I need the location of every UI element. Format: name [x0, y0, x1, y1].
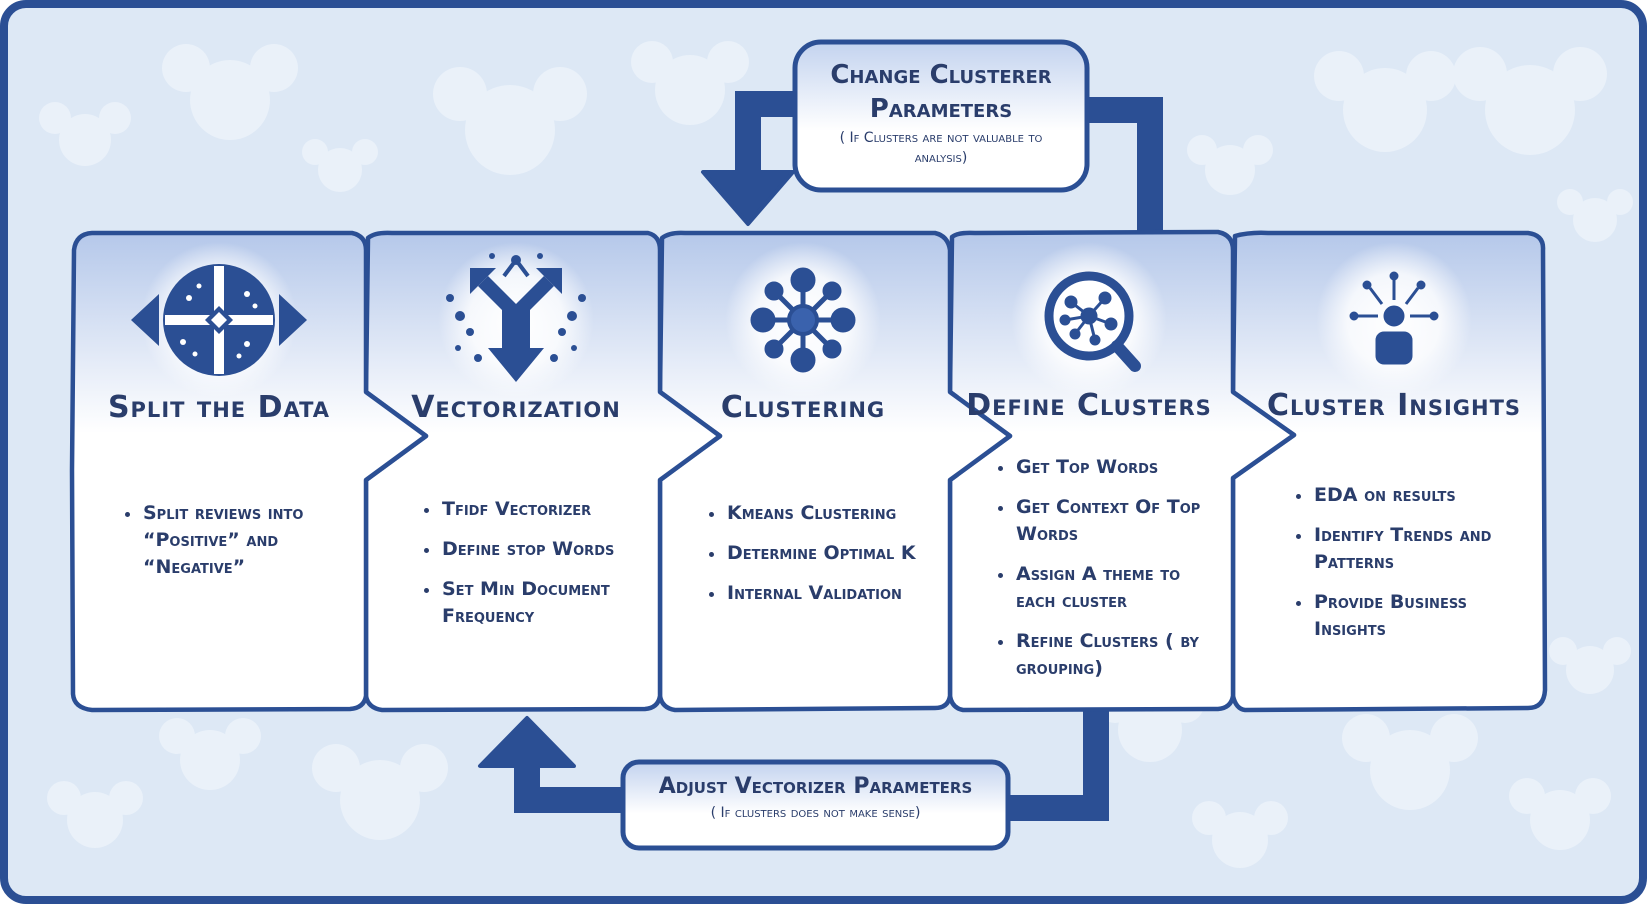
bullet-item: Identify Trends and Patterns [1292, 522, 1527, 576]
step-title-split-the-data: Split the Data [107, 390, 331, 425]
brain-split-icon [131, 264, 307, 376]
step-bullets-split-the-data: Split reviews into “Positive” and “Negat… [121, 500, 331, 594]
bullet-item: Kmeans Clustering [705, 500, 945, 527]
step-title-clustering: Clustering [720, 390, 886, 425]
vector-merge-icon [446, 253, 586, 382]
person-insights-icon [1349, 271, 1439, 365]
feedback-bottom-title: Adjust Vectorizer Parameters [658, 774, 973, 799]
bullet-item: Assign A theme to each cluster [994, 561, 1224, 615]
step-bullets-clustering: Kmeans Clustering Determine Optimal K In… [705, 500, 945, 620]
cluster-network-icon [750, 267, 856, 373]
step-title-define-clusters: Define Clusters [966, 388, 1212, 423]
feedback-bottom-arrow [514, 702, 1109, 821]
bullet-item: Provide Business Insights [1292, 589, 1527, 643]
feedback-bottom-arrowhead [478, 716, 576, 768]
bullet-item: EDA on results [1292, 482, 1527, 509]
feedback-bottom-box [620, 759, 1011, 851]
background-pattern [39, 41, 1633, 868]
bullet-item: Internal Validation [705, 580, 945, 607]
step-bullets-vectorization: Tfidf Vectorizer Define stop Words Set M… [420, 496, 650, 643]
bullet-item: Get Top Words [994, 454, 1224, 481]
magnifier-network-icon [1044, 271, 1141, 372]
bullet-item: Set Min Document Frequency [420, 576, 650, 630]
step-title-vectorization: Vectorization [411, 390, 621, 425]
bullet-item: Determine Optimal K [705, 540, 945, 567]
bullet-item: Define stop Words [420, 536, 650, 563]
feedback-top-note: ( If Clusters are not valuable to analys… [839, 130, 1043, 166]
step-bullets-cluster-insights: EDA on results Identify Trends and Patte… [1292, 482, 1527, 656]
feedback-top-arrowhead [701, 170, 795, 226]
bullet-item: Refine Clusters ( by grouping) [994, 628, 1224, 682]
step-title-cluster-insights: Cluster Insights [1266, 388, 1522, 423]
step-bullets-define-clusters: Get Top Words Get Context Of Top Words A… [994, 454, 1224, 695]
feedback-bottom-note: ( If clusters does not make sense) [710, 805, 921, 821]
feedback-top-arrow [735, 91, 1163, 232]
bullet-item: Tfidf Vectorizer [420, 496, 650, 523]
feedback-top-box [792, 39, 1090, 193]
feedback-top-title: Change Clusterer Parameters [830, 60, 1052, 124]
card-cluster-insights [1230, 230, 1548, 713]
bullet-item: Split reviews into “Positive” and “Negat… [121, 500, 331, 581]
bullet-item: Get Context Of Top Words [994, 494, 1224, 548]
